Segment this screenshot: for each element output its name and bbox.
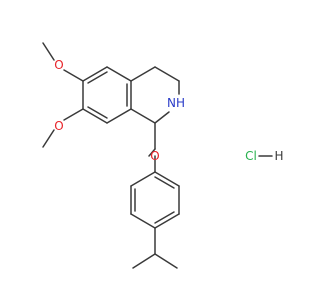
bond bbox=[154, 66, 180, 82]
bond bbox=[154, 171, 180, 187]
bond bbox=[130, 66, 156, 82]
double-bond bbox=[87, 106, 108, 119]
bond bbox=[42, 42, 55, 61]
oxygen-label-lower: O bbox=[54, 119, 63, 133]
bond bbox=[130, 108, 156, 124]
bond bbox=[82, 66, 108, 82]
bond bbox=[132, 253, 156, 269]
bond bbox=[63, 69, 84, 82]
oxygen-label-ether: O bbox=[150, 149, 159, 163]
bond bbox=[154, 253, 178, 269]
bond bbox=[63, 108, 84, 121]
double-bond bbox=[154, 211, 175, 224]
bond bbox=[106, 108, 132, 124]
bond bbox=[130, 171, 156, 187]
bond bbox=[154, 213, 180, 229]
structure-diagram: O O NH O Cl H bbox=[42, 42, 284, 269]
double-bond bbox=[154, 176, 175, 189]
atom-labels: O O NH O Cl H bbox=[54, 58, 283, 163]
bonds bbox=[42, 42, 273, 269]
bond bbox=[154, 111, 170, 124]
molecule-canvas: O O NH O Cl H bbox=[42, 42, 284, 269]
bond bbox=[106, 66, 132, 82]
bond bbox=[148, 148, 156, 157]
bond bbox=[130, 213, 156, 229]
chlorine-label: Cl bbox=[245, 149, 257, 163]
bond bbox=[82, 108, 108, 124]
bond bbox=[42, 129, 55, 148]
oxygen-label-upper: O bbox=[54, 58, 63, 72]
nitrogen-label: NH bbox=[167, 96, 185, 110]
double-bond bbox=[87, 71, 108, 84]
hydrogen-label: H bbox=[274, 149, 283, 163]
